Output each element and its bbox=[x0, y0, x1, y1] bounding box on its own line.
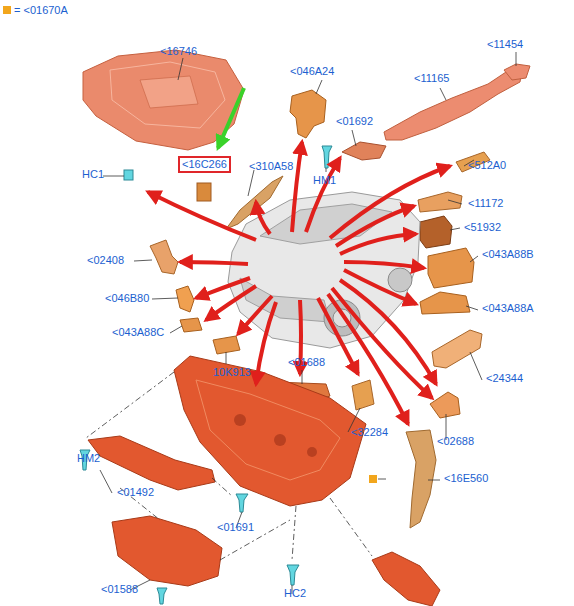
heat-shield bbox=[384, 64, 530, 140]
insulator bbox=[418, 192, 462, 212]
cowl-panel bbox=[88, 436, 215, 490]
part-number: HM1 bbox=[313, 174, 336, 187]
part-number: <043A88A bbox=[482, 302, 534, 315]
bracket bbox=[290, 90, 326, 138]
part-number: HC1 bbox=[82, 168, 104, 181]
legend-swatch bbox=[3, 6, 11, 14]
part-number: <046A24 bbox=[290, 65, 334, 78]
highlight-box: <16C266 bbox=[178, 156, 231, 173]
leader-line bbox=[100, 52, 516, 594]
part-number: <01588 bbox=[101, 583, 138, 596]
part-number: <11165 bbox=[414, 72, 449, 85]
part-number: <046B80 bbox=[105, 292, 149, 305]
part-number: <11454 bbox=[487, 38, 523, 51]
insulator bbox=[420, 216, 452, 248]
part-number: <01688 bbox=[288, 356, 325, 369]
insulator bbox=[213, 336, 240, 354]
insulator bbox=[420, 292, 470, 314]
part-number: HC2 bbox=[284, 587, 306, 600]
reinforcement-panel bbox=[112, 516, 222, 586]
bracket bbox=[176, 286, 194, 312]
part-number: <01692 bbox=[336, 115, 373, 128]
part-number: HM2 bbox=[77, 452, 100, 465]
bracket bbox=[342, 142, 386, 160]
legend-symbol bbox=[369, 475, 377, 483]
legend-text: = <01670A bbox=[14, 4, 68, 17]
insulator bbox=[430, 392, 460, 418]
insulator bbox=[406, 430, 436, 528]
part-number: <01691 bbox=[217, 521, 254, 534]
part-number: <043A88B bbox=[482, 248, 534, 261]
part-number: 10K913 bbox=[213, 366, 251, 379]
insulator bbox=[180, 318, 202, 332]
part-number: <16746 bbox=[160, 45, 197, 58]
clip bbox=[287, 565, 299, 585]
insulator bbox=[428, 248, 474, 288]
part-number: <32284 bbox=[351, 426, 388, 439]
underbody-shield bbox=[83, 50, 244, 150]
part-number: <01492 bbox=[117, 486, 154, 499]
part-number: <02688 bbox=[437, 435, 474, 448]
part-number: <11172 bbox=[468, 197, 503, 210]
part-number: <24344 bbox=[486, 372, 523, 385]
part-number: <310A58 bbox=[249, 160, 293, 173]
clip bbox=[236, 494, 248, 512]
side-panel bbox=[372, 552, 440, 606]
part-number: <02408 bbox=[87, 254, 124, 267]
clip bbox=[124, 170, 133, 180]
insulator-block bbox=[197, 183, 211, 201]
part-number: <51932 bbox=[464, 221, 501, 234]
clip bbox=[157, 588, 167, 604]
clip bbox=[322, 146, 332, 168]
relation-line bbox=[86, 372, 372, 560]
bracket bbox=[150, 240, 178, 274]
part-number: <16E560 bbox=[444, 472, 488, 485]
part-number: <512A0 bbox=[468, 159, 506, 172]
part-number: <16C266 bbox=[182, 158, 227, 170]
highlight-arrow bbox=[218, 88, 244, 148]
location-arrow bbox=[148, 142, 450, 424]
insulator bbox=[352, 380, 374, 410]
part-number: <043A88C bbox=[112, 326, 164, 339]
